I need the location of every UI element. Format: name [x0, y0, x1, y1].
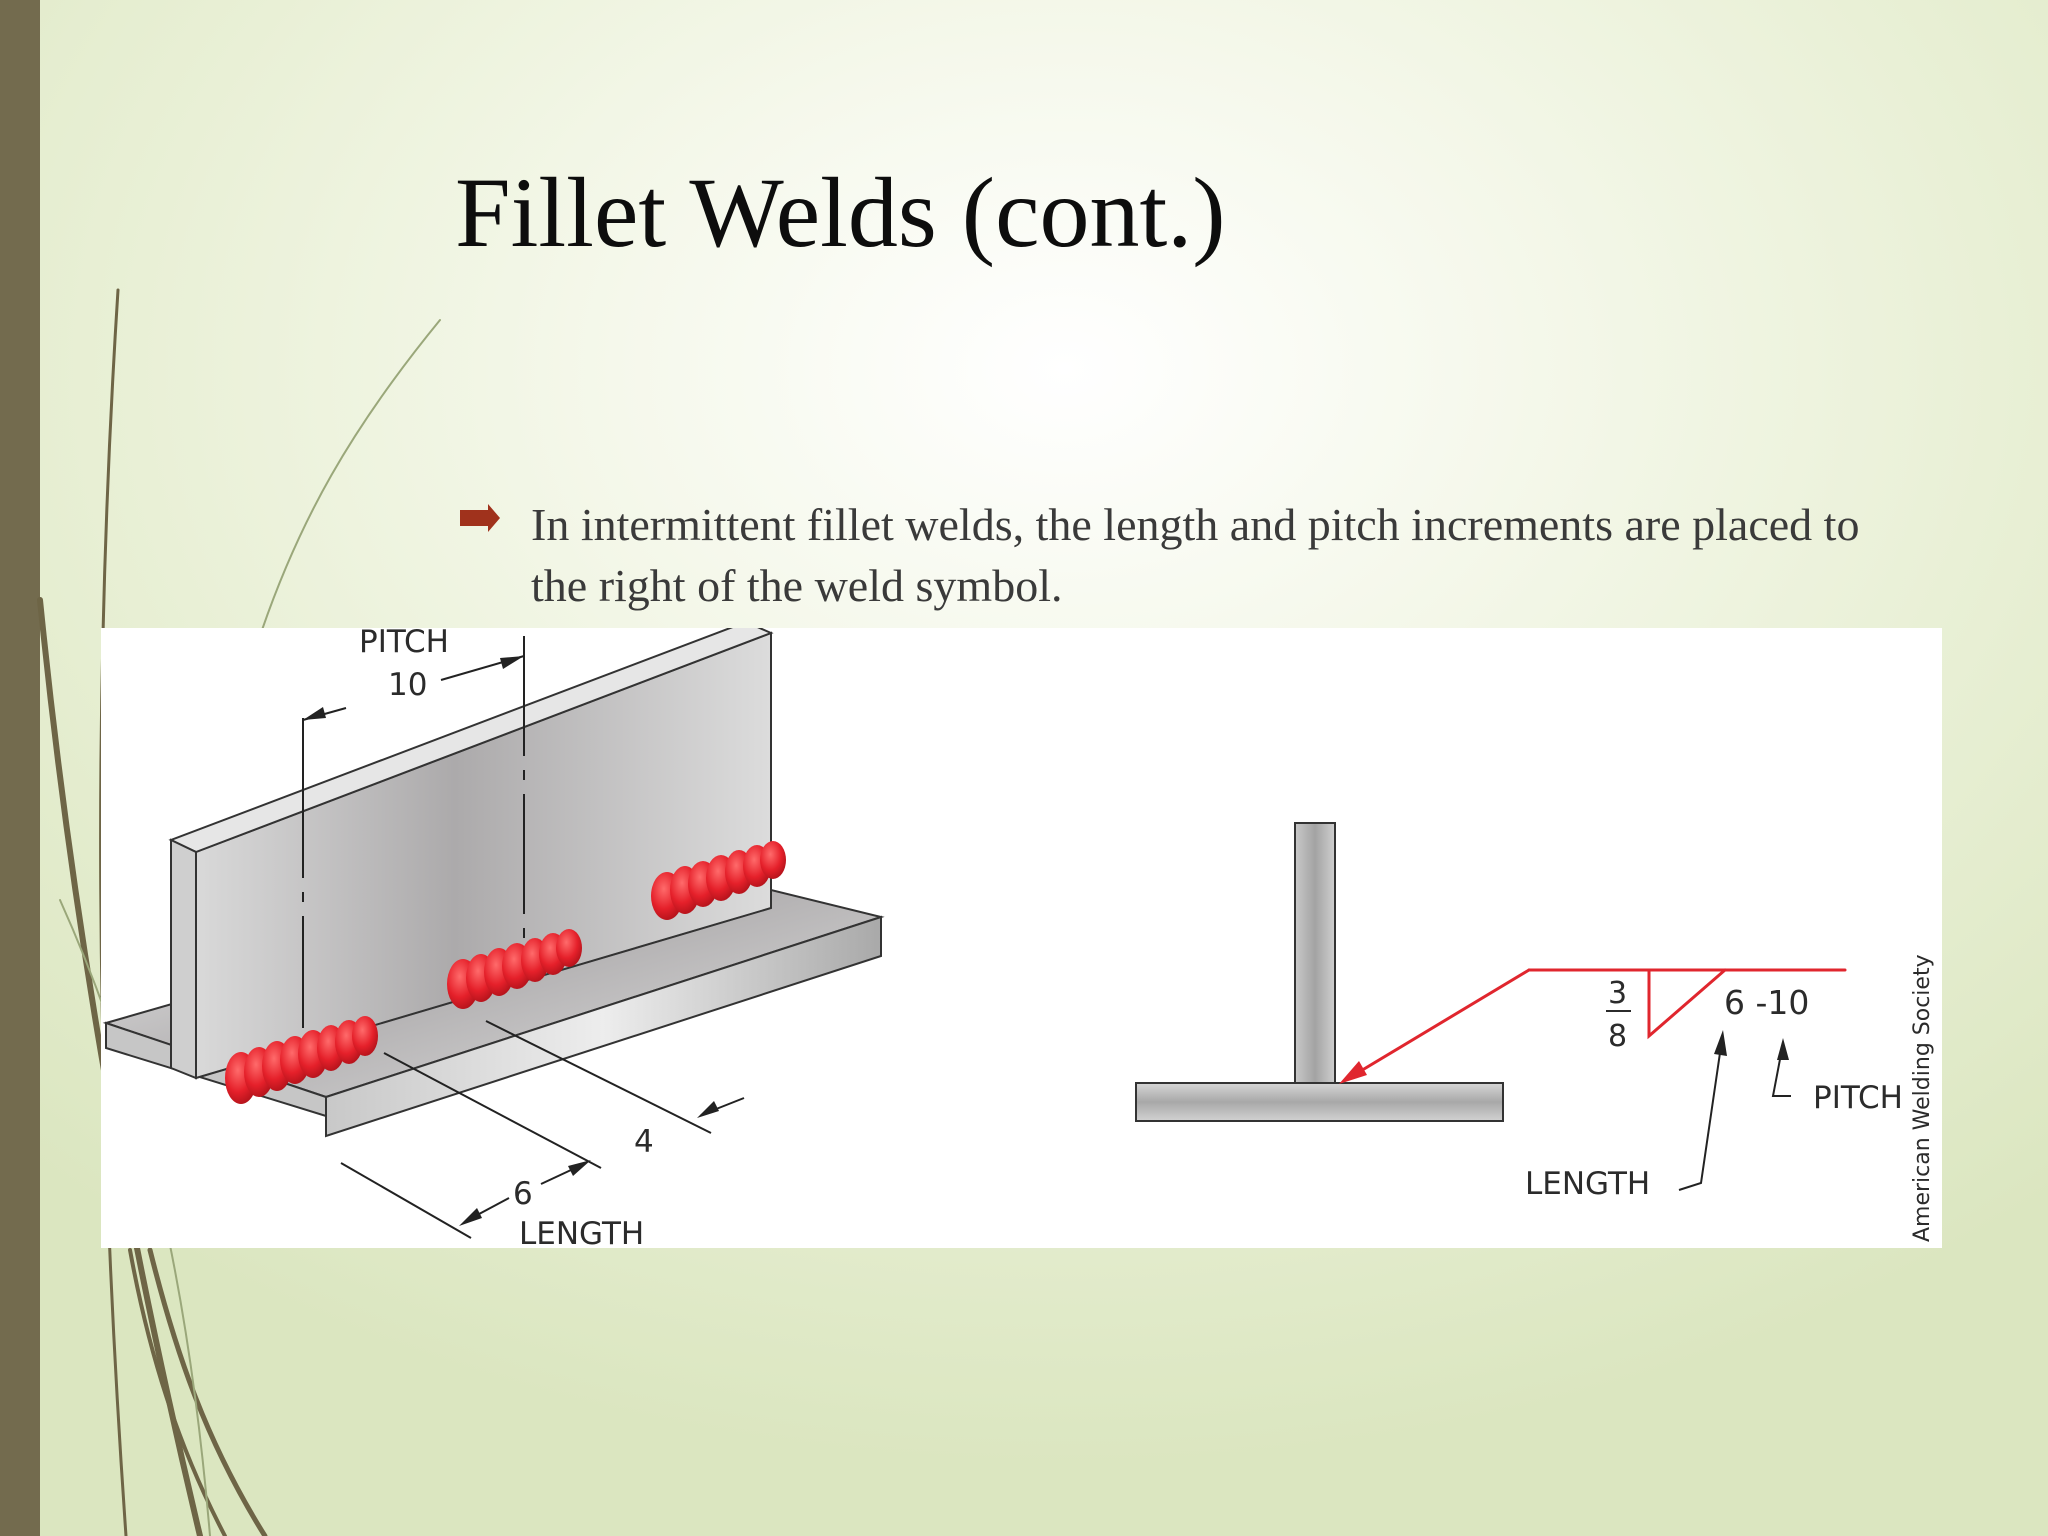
spacing-value: 4	[634, 1124, 654, 1160]
side-bar	[0, 0, 40, 1536]
length-label: LENGTH	[519, 1216, 644, 1248]
arrow-bullet-icon	[460, 504, 500, 532]
bullet-text: In intermittent fillet welds, the length…	[531, 499, 1860, 611]
weld-figure: PITCH 10	[101, 628, 1942, 1248]
pitch-label: PITCH	[359, 628, 449, 660]
size-numerator: 3	[1608, 976, 1627, 1011]
weld-bead-2	[447, 929, 582, 1009]
weld-symbol-drawing: 3 8 6 -10 PITCH LENGTH American Welding …	[1135, 822, 1935, 1242]
length-value: 6	[513, 1176, 533, 1212]
length-callout: LENGTH	[1525, 1166, 1650, 1202]
weld-bead-1	[225, 1016, 378, 1104]
pitch-callout: PITCH	[1813, 1080, 1903, 1116]
t-joint-drawing: PITCH 10	[102, 628, 885, 1248]
pitch-value: 10	[388, 667, 427, 703]
credit-text: American Welding Society	[1910, 954, 1935, 1242]
length-pitch-notation: 6 -10	[1724, 983, 1809, 1022]
weld-bead-3	[651, 841, 786, 920]
size-denominator: 8	[1608, 1019, 1627, 1054]
slide-title: Fillet Welds (cont.)	[455, 157, 1226, 268]
